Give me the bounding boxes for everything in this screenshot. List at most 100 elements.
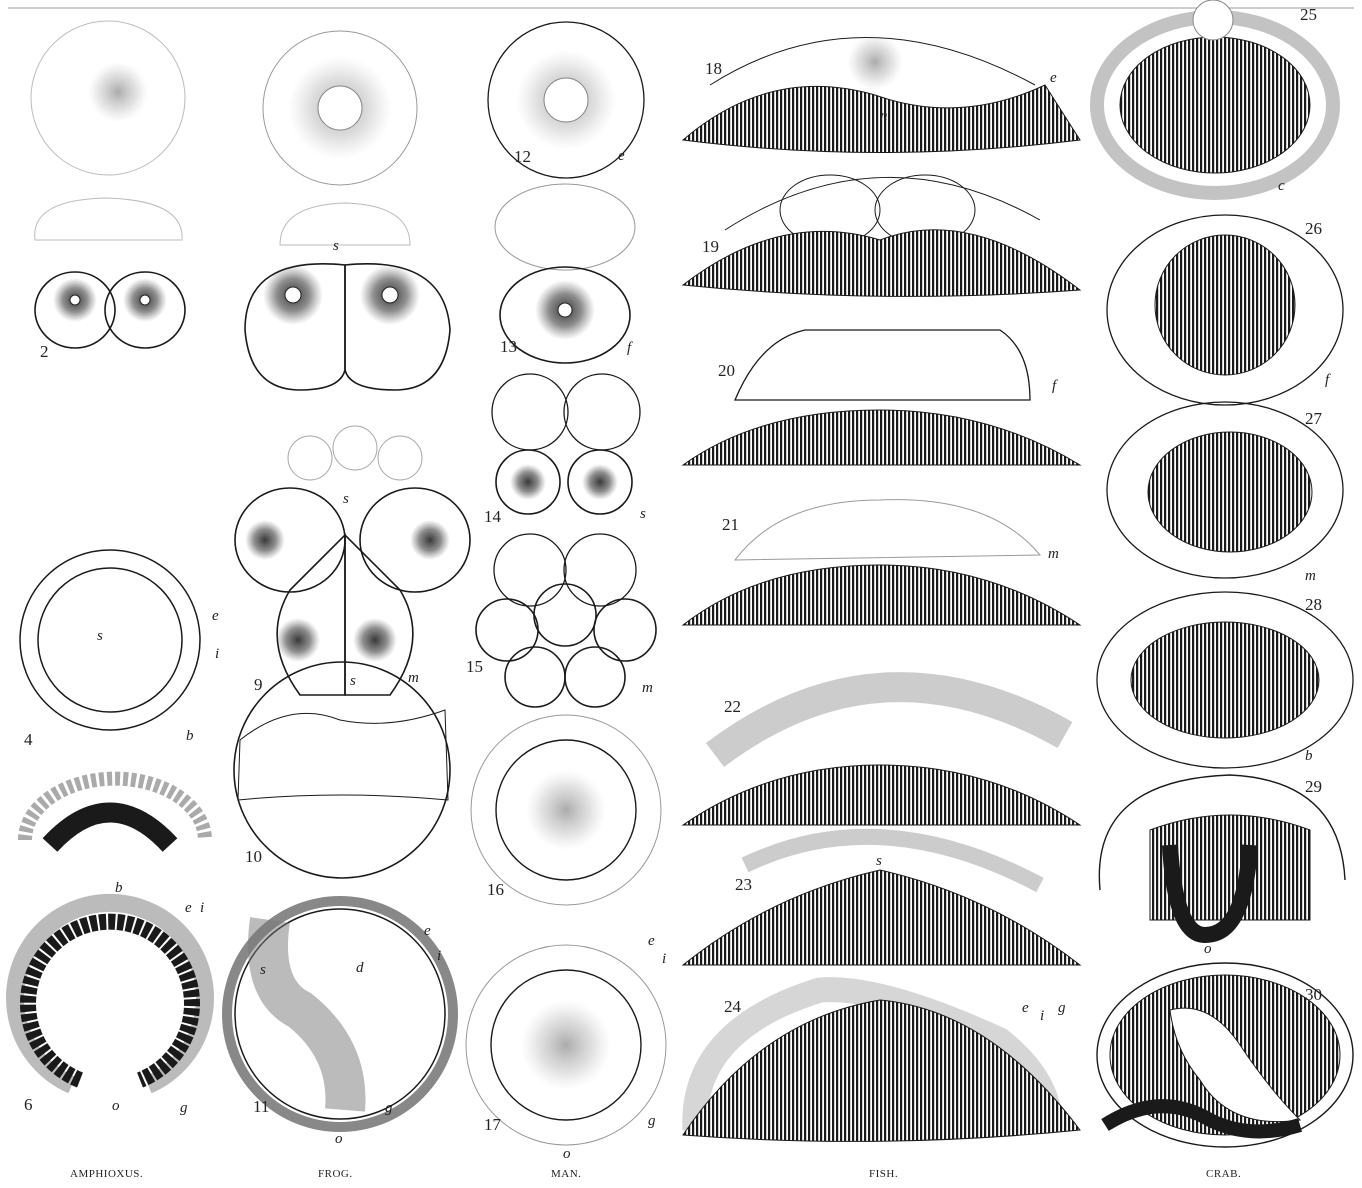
fish-column: 18 e n 19 20 f 21 m 22 (683, 34, 1080, 1141)
fig-num-26: 26 (1305, 219, 1322, 238)
letter-c-fig25: c (1278, 178, 1285, 194)
letter-e-fig12: e (618, 148, 625, 164)
letter-g-fig11: g (385, 1100, 393, 1116)
letter-m-fig15: m (642, 680, 653, 696)
letter-e-fig18: e (1050, 70, 1057, 86)
fig-7-egg (263, 31, 417, 185)
man-column: 12 e 13 f 14 s (466, 22, 666, 1162)
fig-22: 22 (683, 687, 1080, 825)
fig-num-20: 20 (718, 361, 735, 380)
letter-b-fig28: b (1305, 748, 1313, 764)
fig-24: 24 e i g (683, 990, 1080, 1142)
fig-num-29: 29 (1305, 777, 1322, 796)
fig-num-16: 16 (487, 880, 504, 899)
fig-2-two-cell: 2 (35, 198, 185, 361)
fig-num-13: 13 (500, 337, 517, 356)
letter-n-fig18: n (880, 108, 888, 124)
letter-f-fig13: f (627, 340, 633, 356)
frog-column: s s m 9 s 10 s d (227, 31, 470, 1147)
fig-4-blastula: s e i b 4 (20, 550, 219, 749)
fig-6-gastrula: e i o g 6 (15, 900, 205, 1116)
letter-f-fig26: f (1325, 372, 1331, 388)
letter-e-fig17: e (648, 933, 655, 949)
column-label-amphioxus: AMPHIOXUS. (70, 1168, 143, 1180)
fig-num-25: 25 (1300, 5, 1317, 24)
letter-s-fig14: s (640, 506, 646, 522)
fig-num-12: 12 (514, 147, 531, 166)
fig-15-eight-cell: 15 m (466, 534, 656, 707)
fig-18: 18 e n (683, 34, 1080, 153)
fig-num-22: 22 (724, 697, 741, 716)
fig-num-28: 28 (1305, 595, 1322, 614)
letter-i-fig4: i (215, 646, 219, 662)
letter-o-fig29: o (1204, 941, 1212, 957)
fig-num-19: 19 (702, 237, 719, 256)
fig-14-four-cell: 14 s (484, 374, 646, 526)
fig-9-blastula: s m 9 (235, 426, 470, 695)
fig-11-gastrula: s d e i o g 11 (227, 901, 453, 1147)
letter-s-fig10: s (350, 673, 356, 689)
fig-25: 25 c (1097, 0, 1333, 194)
fig-8-two-cell: s (245, 203, 450, 390)
fig-21: 21 m (683, 500, 1080, 625)
fig-27: 27 m (1107, 402, 1343, 584)
letter-g-fig6: g (180, 1100, 188, 1116)
letter-o-fig6: o (112, 1098, 120, 1114)
fig-16-morula: 16 (471, 715, 661, 905)
fig-5-gastrula-early: b (25, 779, 205, 896)
fig-num-18: 18 (705, 59, 722, 78)
letter-i-fig6: i (200, 900, 204, 916)
column-label-fish: FISH. (869, 1168, 898, 1180)
letter-m-fig9: m (408, 670, 419, 686)
letter-d-fig11: d (356, 960, 364, 976)
letter-b-fig4: b (186, 728, 194, 744)
letter-s-fig11: s (260, 962, 266, 978)
fig-num-11: 11 (253, 1097, 269, 1116)
letter-o-fig11: o (335, 1131, 343, 1147)
fig-20: 20 f (683, 330, 1080, 465)
fig-19: 19 (683, 175, 1080, 296)
fig-num-15: 15 (466, 657, 483, 676)
letter-s-fig8: s (333, 238, 339, 254)
fig-17-blastula: e i o g 17 (466, 933, 666, 1162)
fig-num-14: 14 (484, 507, 502, 526)
letter-i-fig11: i (437, 948, 441, 964)
letter-i-fig17: i (662, 951, 666, 967)
letter-s-fig23: s (876, 853, 882, 869)
fig-num-23: 23 (735, 875, 752, 894)
fig-28: 28 b (1097, 592, 1353, 768)
fig-num-6: 6 (24, 1095, 33, 1114)
fig-num-27: 27 (1305, 409, 1323, 428)
crab-column: 25 c 26 f 27 m 28 b 29 o (1097, 0, 1353, 1147)
fig-12-egg: 12 e (488, 22, 644, 178)
letter-f-fig20: f (1052, 378, 1058, 394)
letter-b-fig5: b (115, 880, 123, 896)
letter-s-fig9: s (343, 491, 349, 507)
letter-g-fig24: g (1058, 1000, 1066, 1016)
fig-num-4: 4 (24, 730, 33, 749)
fig-29: 29 o (1099, 775, 1345, 957)
letter-i-fig24: i (1040, 1008, 1044, 1024)
letter-g-fig17: g (648, 1113, 656, 1129)
fig-num-24: 24 (724, 997, 742, 1016)
fig-num-2: 2 (40, 342, 49, 361)
fig-13-two-cell: 13 f (495, 184, 635, 363)
letter-e-fig6: e (185, 900, 192, 916)
letter-e-fig4: e (212, 608, 219, 624)
letter-e-fig24: e (1022, 1000, 1029, 1016)
letter-s-fig4: s (97, 628, 103, 644)
letter-o-fig17: o (563, 1146, 571, 1162)
fig-num-10: 10 (245, 847, 262, 866)
fig-23: 23 s (683, 837, 1080, 965)
fig-26: 26 f (1107, 215, 1343, 405)
fig-1-egg (31, 21, 185, 175)
fig-num-30: 30 (1305, 985, 1322, 1004)
column-label-frog: FROG. (318, 1168, 353, 1180)
fig-num-21: 21 (722, 515, 739, 534)
fig-num-9: 9 (254, 675, 263, 694)
fig-num-17: 17 (484, 1115, 502, 1134)
column-label-crab: CRAB. (1206, 1168, 1241, 1180)
letter-m-fig27: m (1305, 568, 1316, 584)
amphioxus-column: 2 s e i b 4 b e i o g 6 (15, 21, 219, 1116)
